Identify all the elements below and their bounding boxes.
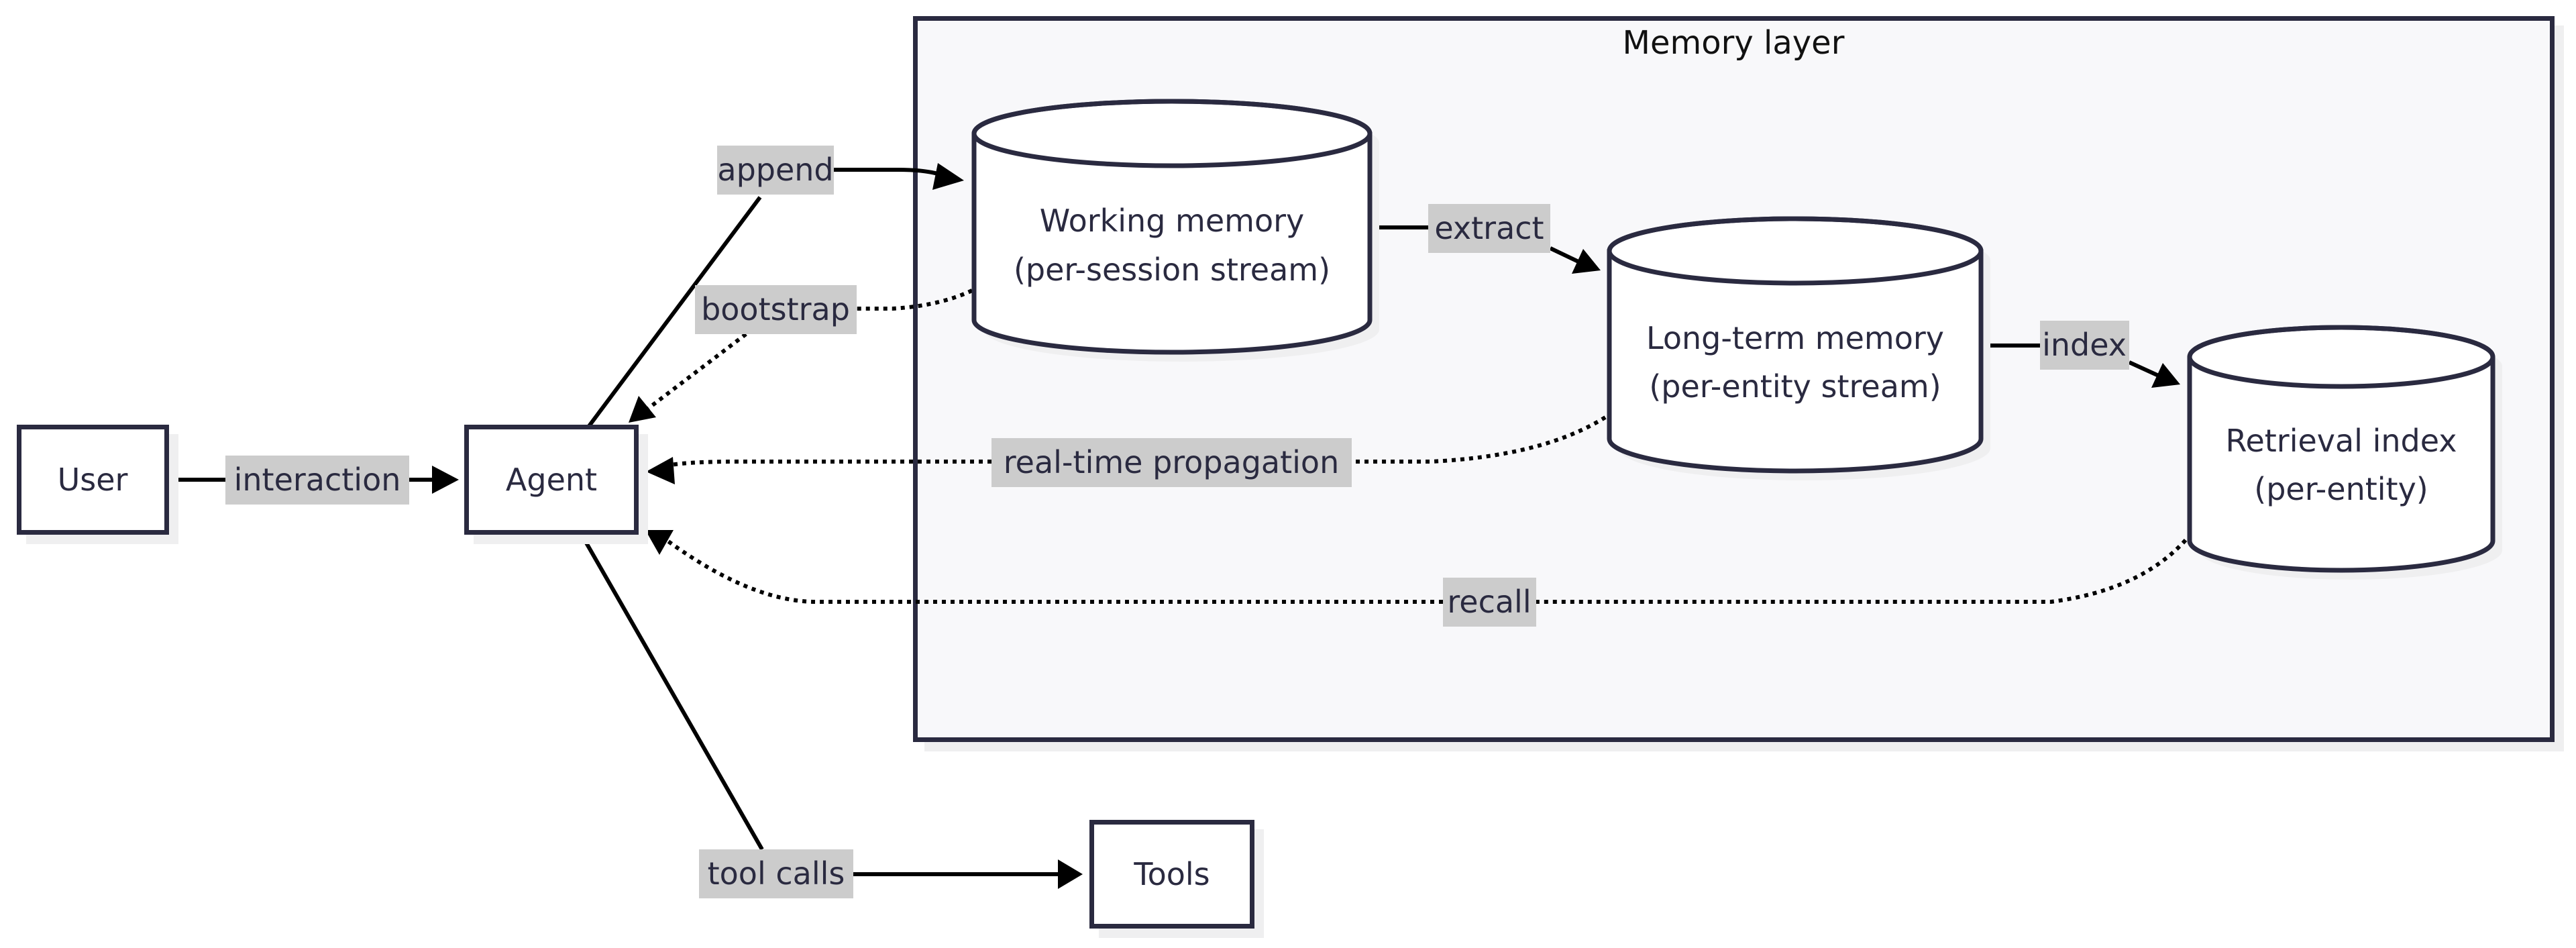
- node-user[interactable]: User: [17, 425, 179, 545]
- node-working-memory-line-2: (per-session stream): [1014, 252, 1330, 288]
- cylinder-top: [2187, 325, 2496, 389]
- edge-label-extract[interactable]: extract: [1428, 204, 1550, 253]
- node-long-term-memory[interactable]: Long-term memory (per-entity stream): [1607, 216, 1990, 480]
- edge-label-bg: [225, 456, 409, 505]
- edge-label-append[interactable]: append: [717, 146, 834, 195]
- edge-bootstrap[interactable]: [644, 288, 973, 413]
- edge-label-text: tool calls: [708, 855, 845, 892]
- edge-label-bg: [991, 438, 1352, 487]
- edge-label-bg: [717, 146, 834, 195]
- cylinder-top: [1607, 216, 1984, 286]
- arrowhead-interaction: [432, 466, 459, 494]
- node-working-memory[interactable]: Working memory (per-session stream): [971, 99, 1379, 362]
- edge-labels: interaction append bootstrap extract ind…: [225, 146, 2129, 898]
- node-working-memory-line-1: Working memory: [1040, 203, 1304, 239]
- edge-label-interaction[interactable]: interaction: [225, 456, 409, 505]
- node-user-box: [17, 425, 169, 535]
- node-user-label: User: [58, 462, 128, 498]
- cylinder-top: [971, 99, 1373, 168]
- node-tools-label: Tools: [1133, 856, 1210, 892]
- memory-layer-title: Memory layer: [1623, 24, 1845, 62]
- edge-label-recall[interactable]: recall: [1443, 578, 1536, 627]
- node-retrieval-index-line-1: Retrieval index: [2226, 423, 2457, 459]
- edge-label-index[interactable]: index: [2040, 321, 2129, 370]
- node-agent-label: Agent: [506, 462, 597, 498]
- node-tools-box: [1089, 820, 1254, 929]
- edge-label-text: index: [2042, 327, 2127, 363]
- edge-realtime[interactable]: [670, 415, 1607, 467]
- edge-label-bg: [1443, 578, 1536, 627]
- edge-label-bg: [2040, 321, 2129, 370]
- edge-label-text: real-time propagation: [1004, 444, 1339, 480]
- node-retrieval-index[interactable]: Retrieval index (per-entity): [2187, 325, 2502, 580]
- edge-label-bg: [1428, 204, 1550, 253]
- edge-label-text: bootstrap: [701, 291, 850, 327]
- arrowhead-recall: [645, 530, 674, 555]
- node-tools[interactable]: Tools: [1089, 820, 1265, 939]
- arrowhead-append: [932, 163, 964, 190]
- edge-tool-calls[interactable]: [580, 533, 1060, 876]
- node-agent[interactable]: Agent: [464, 425, 649, 545]
- node-long-term-memory-line-2: (per-entity stream): [1649, 368, 1941, 405]
- edge-label-realtime[interactable]: real-time propagation: [991, 438, 1352, 487]
- edge-label-bg: [699, 849, 853, 898]
- edge-label-text: extract: [1434, 210, 1544, 246]
- arrowhead-tool-calls: [1058, 859, 1083, 889]
- arrowhead-extract: [1572, 249, 1601, 274]
- edge-label-text: interaction: [234, 462, 401, 498]
- edge-label-text: recall: [1447, 584, 1531, 620]
- edge-label-bg: [695, 285, 857, 334]
- edge-label-bootstrap[interactable]: bootstrap: [695, 285, 857, 334]
- arrowhead-realtime: [646, 457, 675, 484]
- arrowhead-index: [2151, 363, 2180, 388]
- edge-label-tool-calls[interactable]: tool calls: [699, 849, 853, 898]
- node-long-term-memory-line-1: Long-term memory: [1646, 320, 1944, 356]
- node-agent-box: [464, 425, 639, 535]
- arrowhead-bootstrap: [629, 396, 656, 423]
- edge-index[interactable]: [1983, 344, 2161, 378]
- node-retrieval-index-line-2: (per-entity): [2254, 471, 2428, 507]
- edge-label-text: append: [717, 152, 833, 188]
- edge-recall[interactable]: [666, 538, 2188, 604]
- edge-extract[interactable]: [1372, 225, 1581, 264]
